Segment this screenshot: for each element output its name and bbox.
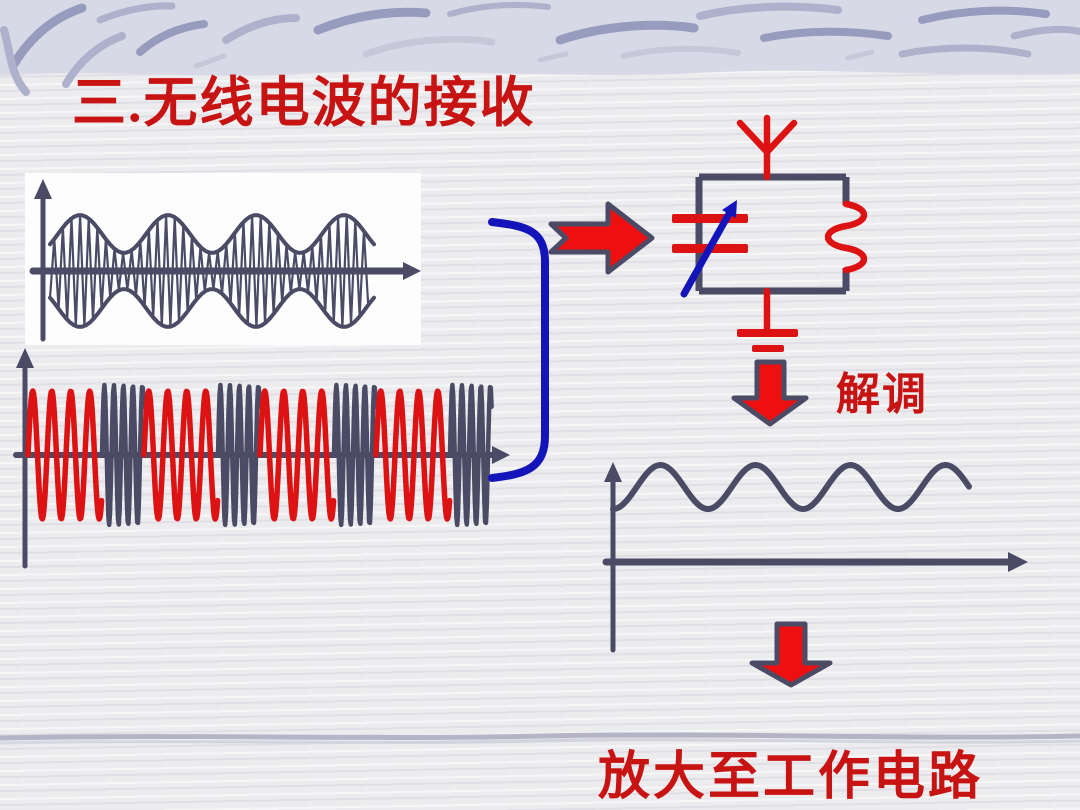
paper-texture-line [0, 732, 1080, 745]
inductor-coil-icon [824, 200, 868, 274]
modulated-wave-figure [25, 173, 421, 345]
demodulated-wave-diagram [602, 462, 1028, 653]
slide-title: 三.无线电波的接收 [72, 73, 536, 133]
demodulation-label: 解调 [836, 370, 928, 419]
blue-bracket [488, 218, 549, 482]
amplify-label: 放大至工作电路 [598, 749, 984, 806]
carrier-signal-diagram [13, 348, 510, 569]
tuning-circuit-diagram [672, 114, 868, 352]
flow-arrow-down-icon [731, 359, 809, 427]
variable-capacitor-arrow [680, 208, 734, 298]
capacitor-plate [672, 214, 748, 223]
flow-arrow-down-icon [749, 621, 833, 688]
am-wave-diagram [29, 179, 421, 342]
flow-arrow-right-icon [548, 201, 655, 275]
antenna-icon [736, 114, 798, 181]
decorative-header-band [0, 0, 1080, 96]
